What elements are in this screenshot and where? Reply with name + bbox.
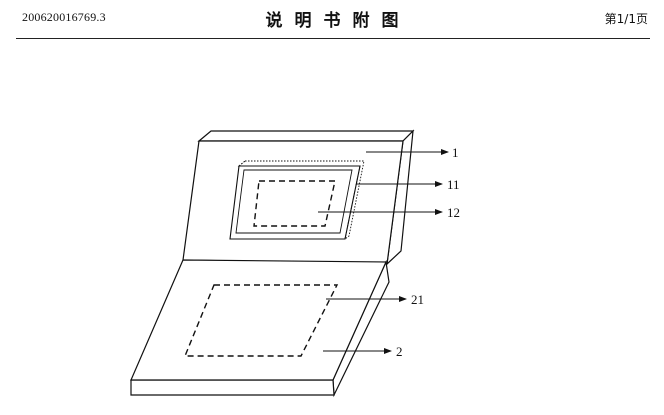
label-base: 2 — [396, 344, 403, 359]
screen-frame-inner — [235, 169, 353, 234]
page-indicator: 第1/1页 — [604, 12, 648, 26]
label-screen-frame: 11 — [447, 177, 460, 192]
screen-frame-part — [229, 160, 365, 241]
lid-front-face — [182, 140, 404, 265]
screen-display-area — [253, 180, 336, 227]
base-front-face — [130, 379, 335, 396]
label-lid: 1 — [452, 145, 459, 160]
base-operation-area — [183, 284, 339, 357]
label-base-area: 21 — [411, 292, 424, 307]
lid-top-face — [197, 130, 415, 142]
lid-part — [182, 129, 415, 266]
base-part — [130, 259, 390, 398]
header-rule — [16, 38, 650, 39]
base-top-face — [130, 259, 387, 381]
screen-frame-bevel-left — [238, 160, 246, 167]
doc-number: 200620016769.3 — [22, 10, 106, 24]
page-title: 说明书附图 — [265, 11, 411, 31]
label-screen-area: 12 — [447, 205, 460, 220]
leader-arrows — [318, 149, 449, 354]
